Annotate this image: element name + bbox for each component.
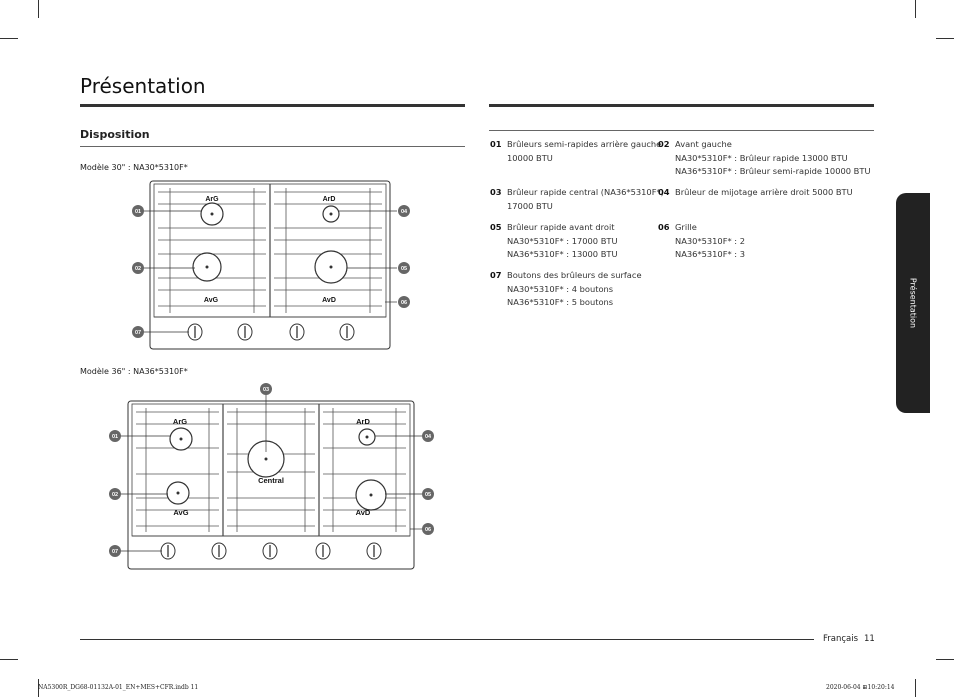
section-heading: Disposition bbox=[80, 128, 150, 141]
side-section-tab: Présentation bbox=[896, 193, 930, 413]
burner-label: ArD bbox=[323, 196, 336, 203]
burner-label: AvD bbox=[322, 297, 336, 304]
title-rule-left bbox=[80, 104, 465, 107]
callout-number: 07 bbox=[112, 549, 118, 555]
burner-label: ArG bbox=[205, 196, 219, 203]
crop-mark bbox=[38, 0, 39, 18]
callout-number: 05 bbox=[401, 266, 407, 272]
crop-mark bbox=[936, 38, 954, 39]
page-title: Présentation bbox=[80, 74, 206, 98]
burner-label: AvD bbox=[356, 508, 371, 517]
callout-number: 01 bbox=[112, 434, 118, 440]
model-30-label: Modèle 30" : NA30*5310F* bbox=[80, 163, 188, 172]
date-info: 2020-06-04 ⊞10:20:14 bbox=[826, 684, 895, 691]
crop-mark bbox=[0, 659, 18, 660]
section-rule bbox=[80, 146, 465, 147]
callout-number: 05 bbox=[425, 492, 431, 498]
page-number: 11 bbox=[864, 634, 875, 644]
side-tab-label: Présentation bbox=[908, 277, 918, 329]
legend-rule bbox=[489, 130, 874, 131]
crop-mark bbox=[936, 659, 954, 660]
callout-number: 03 bbox=[263, 387, 269, 393]
callout-number: 06 bbox=[425, 527, 431, 533]
callout-number: 04 bbox=[425, 434, 432, 440]
cooktop-36-diagram: ArG ArD Central AvG AvD 01 02 03 04 05 0… bbox=[109, 383, 434, 570]
crop-mark bbox=[915, 0, 916, 18]
burner-label: ArD bbox=[356, 417, 370, 426]
callout-number: 02 bbox=[112, 492, 118, 498]
callout-number: 02 bbox=[135, 266, 141, 272]
footer-rule bbox=[80, 639, 814, 640]
callout-number: 04 bbox=[401, 209, 408, 215]
footer-language: Français bbox=[823, 634, 859, 644]
burner-label: AvG bbox=[173, 508, 188, 517]
file-info: NA5300R_DG68-01132A-01_EN+MES+CFR.indb 1… bbox=[38, 684, 199, 691]
burner-label: AvG bbox=[204, 297, 219, 304]
callout-number: 06 bbox=[401, 300, 407, 306]
title-rule-right bbox=[489, 104, 874, 107]
model-36-label: Modèle 36" : NA36*5310F* bbox=[80, 367, 188, 376]
burner-label: Central bbox=[258, 476, 284, 485]
cooktop-30-diagram: ArG ArD AvG AvD 01 02 04 05 06 07 bbox=[132, 180, 410, 350]
callout-number: 01 bbox=[135, 209, 141, 215]
crop-mark bbox=[38, 679, 39, 697]
crop-mark bbox=[915, 679, 916, 697]
crop-mark bbox=[0, 38, 18, 39]
burner-label: ArG bbox=[173, 417, 187, 426]
callout-number: 07 bbox=[135, 330, 141, 336]
